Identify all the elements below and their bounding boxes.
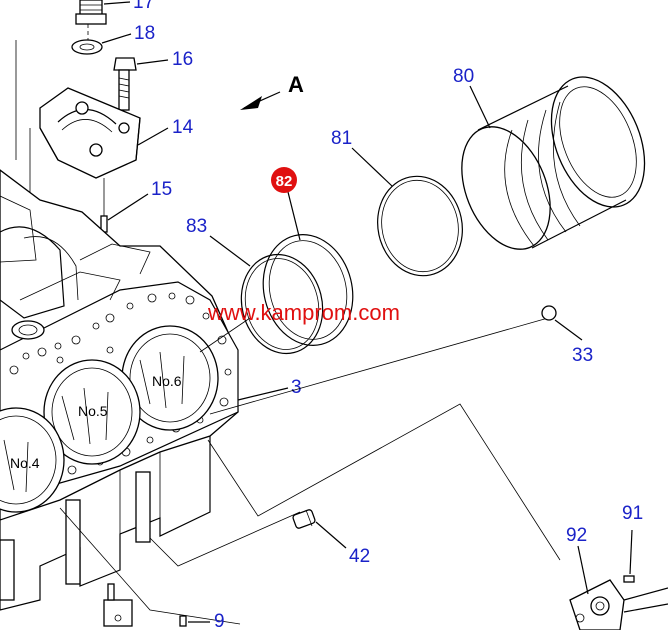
callout-82: 82 <box>276 173 293 190</box>
part-17-plug <box>75 0 107 25</box>
part-18-washer <box>71 39 103 55</box>
part-80-cylinder-liner <box>461 76 646 256</box>
callout-80: 80 <box>453 66 474 87</box>
part-3-cylinder-block <box>0 169 239 611</box>
cylinder-label-no5: No.5 <box>78 403 108 419</box>
callout-17: 17 <box>133 0 154 13</box>
callout-91: 91 <box>622 503 643 524</box>
callout-83: 83 <box>186 216 207 237</box>
highlight-badge-82: 82 <box>271 167 297 193</box>
part-16-bolt <box>113 57 137 111</box>
callout-15: 15 <box>151 179 172 200</box>
arrow-a-label: A <box>288 72 304 97</box>
direction-arrow-a <box>240 91 281 110</box>
part-91-bolt <box>623 575 635 583</box>
part-83-seal-ring <box>240 253 324 355</box>
callout-33: 33 <box>572 345 593 366</box>
part-9-bolt <box>179 615 187 627</box>
watermark-text: www.kamprom.com <box>207 300 400 325</box>
callout-14: 14 <box>172 117 194 138</box>
callout-3: 3 <box>291 377 302 398</box>
callout-81: 81 <box>331 128 352 149</box>
part-14-bearing-cap <box>39 87 141 179</box>
callout-92: 92 <box>566 525 587 546</box>
lower-bracket <box>103 583 133 627</box>
part-81-o-ring <box>377 175 463 277</box>
cylinder-label-no4: No.4 <box>10 455 40 471</box>
part-92-fitting <box>569 579 668 630</box>
callout-16: 16 <box>172 49 193 70</box>
cylinder-label-no6: No.6 <box>152 373 182 389</box>
callout-9: 9 <box>214 611 225 630</box>
part-33-ball <box>541 305 557 321</box>
part-82-ring <box>262 234 354 346</box>
callout-42: 42 <box>349 546 370 567</box>
callout-18: 18 <box>134 23 155 44</box>
part-42-plug <box>292 509 316 529</box>
